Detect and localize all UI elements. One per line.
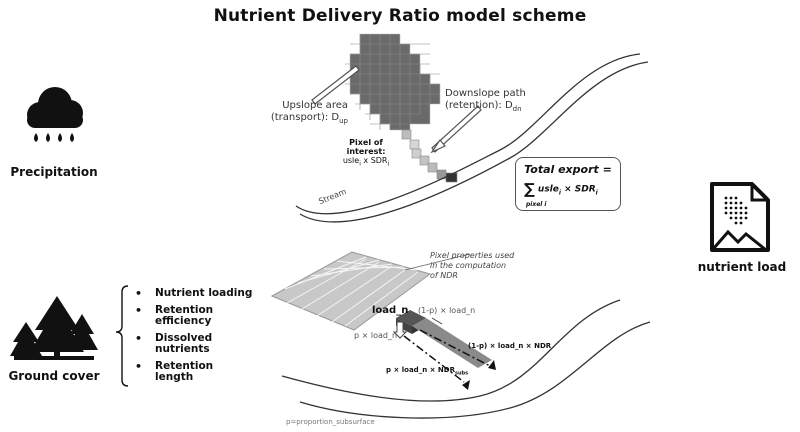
surface-flow-line <box>419 329 491 367</box>
total-export-box: Total export = ∑ uslei × SDRi pixel i <box>515 157 621 211</box>
infiltration-arrow <box>392 321 408 339</box>
total-export-title: Total export = <box>524 163 612 176</box>
surface-ndr-label: (1-p) × load_n × NDR <box>468 342 552 350</box>
isometric-grid <box>270 251 432 331</box>
load-n-label: load_n <box>372 305 409 316</box>
precipitation-label: Precipitation <box>10 165 98 179</box>
trees-icon <box>10 296 98 360</box>
list-item: Nutrient loading <box>133 288 253 300</box>
total-export-formula: ∑ uslei × SDRi <box>524 180 598 198</box>
upslope-label: Upslope area (transport): Dup <box>270 100 348 125</box>
downslope-label: Downslope path (retention): Ddn <box>445 88 526 113</box>
footnote: p=proportion_subsurface <box>286 418 375 426</box>
pixel-properties-note: Pixel properties used in the computation… <box>430 251 515 280</box>
downslope-pixels <box>401 129 458 183</box>
subsurface-ndr-label: p × load_n × NDRsubs <box>386 366 469 377</box>
surface-flow-band <box>412 318 492 368</box>
sum-subscript: pixel i <box>526 201 547 208</box>
document-chart-icon <box>710 182 770 252</box>
list-item: Retention efficiency <box>133 305 253 327</box>
rain-cloud-icon <box>27 87 83 142</box>
surface-small-arrow <box>431 317 443 325</box>
props-leader <box>404 253 471 271</box>
nutrient-load-label: nutrient load <box>697 260 787 274</box>
pointer-arrows <box>311 65 482 154</box>
stream-upper <box>295 53 649 223</box>
list-item: Dissolved nutrients <box>133 333 253 355</box>
ground-cover-label: Ground cover <box>8 369 100 383</box>
surface-arrowhead <box>488 360 496 370</box>
p-load-label: p × load_n <box>354 331 398 340</box>
subsurface-flow-line <box>403 335 465 383</box>
one-minus-p-load-label: (1-p) × load_n <box>418 306 476 315</box>
subsurface-arrowhead <box>462 380 470 390</box>
ground-cover-list: Nutrient loading Retention efficiency Di… <box>133 288 253 389</box>
isometric-grid-lines <box>284 256 419 327</box>
page-title: Nutrient Delivery Ratio model scheme <box>213 6 587 26</box>
stream-lower <box>281 299 651 419</box>
upslope-area-grid <box>349 33 441 131</box>
list-item: Retention length <box>133 361 253 383</box>
pixel-of-interest-label: Pixel of interest: uslei x SDRi <box>342 138 390 168</box>
list-brace <box>115 285 129 387</box>
grid-lines <box>345 34 440 130</box>
